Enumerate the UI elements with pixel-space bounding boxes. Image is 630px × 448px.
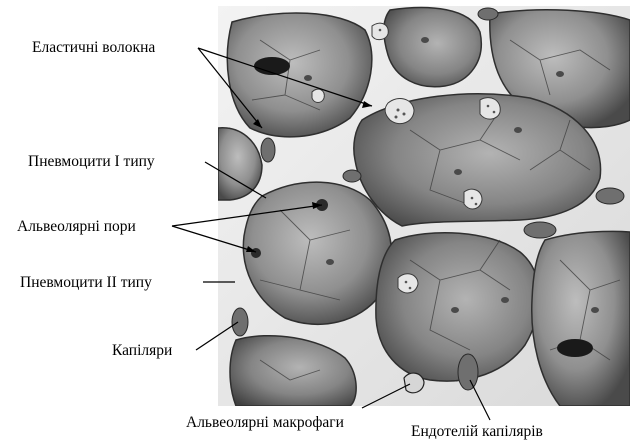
label-pneumocytes-type-2: Пневмоцити ІІ типу [20,275,152,291]
label-alveolar-macrophages: Альвеолярні макрофаги [186,415,344,431]
label-capillaries: Капіляри [112,343,172,359]
capillary-endothelium-shape [458,354,478,390]
alveolus-top-left [227,13,371,137]
label-capillary-endothelium: Ендотелій капілярів [411,424,543,440]
label-pneumocytes-type-1: Пневмоцити І типу [28,154,155,170]
label-elastic-fibers: Еластичні волокна [32,40,155,56]
label-alveolar-pores: Альвеолярні пори [17,219,136,235]
alveolar-tissue [218,6,630,406]
alveolus-lower-right [532,231,630,406]
alveolar-macrophage [404,373,424,393]
